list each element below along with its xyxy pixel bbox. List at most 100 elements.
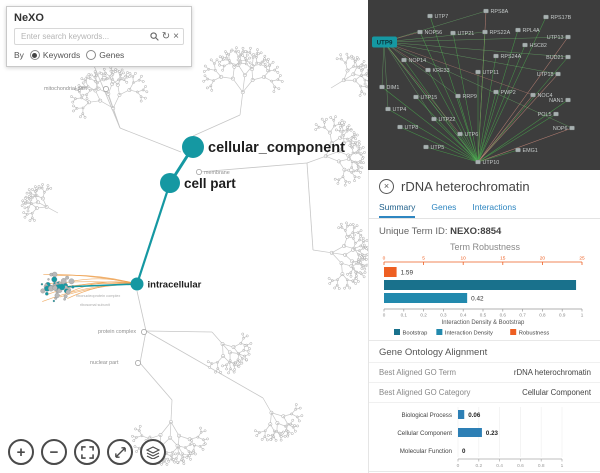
term-node-cell_part[interactable] bbox=[160, 173, 180, 193]
go-category-label: Best Aligned GO Category bbox=[379, 388, 471, 397]
gene-label-UTP13: UTP13 bbox=[547, 35, 564, 41]
svg-text:0.2: 0.2 bbox=[420, 313, 427, 318]
expand-layout-button[interactable] bbox=[107, 439, 133, 465]
gene-node-RPS24A[interactable] bbox=[493, 53, 499, 59]
gene-node-UTP13[interactable] bbox=[565, 34, 571, 40]
tree-small-label: membrane bbox=[204, 170, 230, 176]
svg-text:0.1: 0.1 bbox=[401, 313, 408, 318]
gene-node-NOP6[interactable] bbox=[569, 125, 575, 131]
term-node-intracellular[interactable] bbox=[130, 277, 144, 291]
gene-node-RPL4A[interactable] bbox=[515, 27, 521, 33]
gene-label-PWP2: PWP2 bbox=[501, 90, 516, 96]
gene-label-NOP14: NOP14 bbox=[409, 58, 427, 64]
close-icon[interactable]: × bbox=[379, 179, 394, 194]
gene-node-UTP22[interactable] bbox=[431, 116, 437, 122]
gene-node-UTP5[interactable] bbox=[423, 144, 429, 150]
gene-label-UTP7: UTP7 bbox=[435, 14, 449, 20]
svg-text:0: 0 bbox=[462, 448, 466, 455]
gene-node-UTP10[interactable] bbox=[475, 159, 481, 165]
gene-label-BUD21: BUD21 bbox=[546, 55, 563, 61]
tab-genes[interactable]: Genes bbox=[431, 202, 457, 212]
gene-node-UTP7[interactable] bbox=[427, 13, 433, 19]
gene-node-RPS22A[interactable] bbox=[482, 29, 488, 35]
term-id-value: NEXO:8854 bbox=[450, 226, 502, 237]
gene-node-BUD21[interactable] bbox=[565, 54, 571, 60]
term-node-cellular_component[interactable] bbox=[182, 136, 204, 158]
refresh-icon[interactable]: ↻ bbox=[161, 30, 171, 42]
tab-interactions[interactable]: Interactions bbox=[472, 202, 517, 212]
gene-node-UTP6[interactable] bbox=[457, 131, 463, 137]
svg-text:0.23: 0.23 bbox=[486, 430, 499, 437]
gene-node-UTP15[interactable] bbox=[413, 94, 419, 100]
svg-text:0.5: 0.5 bbox=[480, 313, 487, 318]
detail-tabs: Summary Genes Interactions bbox=[369, 199, 600, 219]
tree-small-label: ribonucleoprotein complex bbox=[76, 294, 120, 298]
svg-text:Molecular Function: Molecular Function bbox=[400, 448, 453, 455]
tree-small-label: nuclear part bbox=[90, 360, 119, 366]
gene-node-UTP9[interactable] bbox=[372, 36, 397, 48]
fit-icon bbox=[80, 445, 94, 459]
gene-node-UTP18[interactable] bbox=[555, 71, 561, 77]
robustness-section-title: Term Robustness bbox=[449, 242, 521, 252]
gene-node-POL5[interactable] bbox=[553, 111, 559, 117]
bar-interaction-density bbox=[384, 293, 468, 303]
svg-text:0.4: 0.4 bbox=[460, 313, 467, 318]
gene-label-UTP4: UTP4 bbox=[393, 107, 407, 113]
gene-node-EMG1[interactable] bbox=[515, 147, 521, 153]
radio-keywords[interactable]: Keywords bbox=[29, 50, 80, 60]
gene-label-RPS8A: RPS8A bbox=[491, 9, 509, 15]
tree-graphics bbox=[20, 28, 368, 466]
zoom-in-button[interactable]: + bbox=[8, 439, 34, 465]
gene-label-UTP6: UTP6 bbox=[465, 132, 479, 138]
clear-icon[interactable]: × bbox=[173, 30, 179, 42]
gene-node-KRE33[interactable] bbox=[425, 67, 431, 73]
gene-label-NOC4: NOC4 bbox=[538, 93, 553, 99]
go-category-value: Cellular Component bbox=[522, 388, 591, 397]
gene-node-PWP2[interactable] bbox=[493, 89, 499, 95]
gene-cluster[interactable] bbox=[40, 271, 75, 303]
svg-text:0.42: 0.42 bbox=[471, 295, 484, 302]
bar-robustness bbox=[384, 267, 397, 277]
gene-node-HSC82[interactable] bbox=[522, 42, 528, 48]
gene-label-KRE33: KRE33 bbox=[433, 68, 450, 74]
gene-node-DIM1[interactable] bbox=[379, 84, 385, 90]
zoom-out-button[interactable]: − bbox=[41, 439, 67, 465]
gene-node-NOC4[interactable] bbox=[530, 92, 536, 98]
gene-node-NAN1[interactable] bbox=[565, 97, 571, 103]
search-input[interactable] bbox=[19, 31, 147, 42]
network-edges bbox=[381, 10, 573, 163]
gene-node-UTP11[interactable] bbox=[475, 69, 481, 75]
gene-node-UTP21[interactable] bbox=[450, 30, 456, 36]
term-label-cell_part: cell part bbox=[184, 176, 236, 191]
gene-node-NOP56[interactable] bbox=[417, 29, 423, 35]
svg-text:Cellular Component: Cellular Component bbox=[397, 430, 452, 437]
zoom-fit-button[interactable] bbox=[74, 439, 100, 465]
term-title: rDNA heterochromatin bbox=[401, 179, 530, 194]
tab-summary[interactable]: Summary bbox=[379, 202, 416, 218]
expand-arrows-icon bbox=[114, 446, 126, 458]
gene-node-RPS17B[interactable] bbox=[543, 14, 549, 20]
radio-genes[interactable]: Genes bbox=[86, 50, 124, 60]
svg-text:10: 10 bbox=[461, 256, 467, 262]
go-alignment-title: Gene Ontology Alignment bbox=[369, 340, 600, 362]
layers-button[interactable] bbox=[140, 439, 166, 465]
gene-label-RPS22A: RPS22A bbox=[490, 30, 511, 36]
svg-text:Interaction Density: Interaction Density bbox=[445, 330, 493, 336]
radio-genes-control[interactable] bbox=[86, 50, 97, 60]
gene-node-UTP4[interactable] bbox=[385, 106, 391, 112]
svg-text:0.8: 0.8 bbox=[538, 463, 545, 469]
gene-node-RPS8A[interactable] bbox=[483, 8, 489, 14]
gene-node-RRP9[interactable] bbox=[455, 93, 461, 99]
svg-text:0.3: 0.3 bbox=[440, 313, 447, 318]
search-icon[interactable] bbox=[150, 32, 159, 41]
radio-keywords-control[interactable] bbox=[29, 50, 40, 60]
gene-node-UTP8[interactable] bbox=[397, 124, 403, 130]
gene-label-EMG1: EMG1 bbox=[523, 148, 538, 154]
gene-node-NOP14[interactable] bbox=[401, 57, 407, 63]
